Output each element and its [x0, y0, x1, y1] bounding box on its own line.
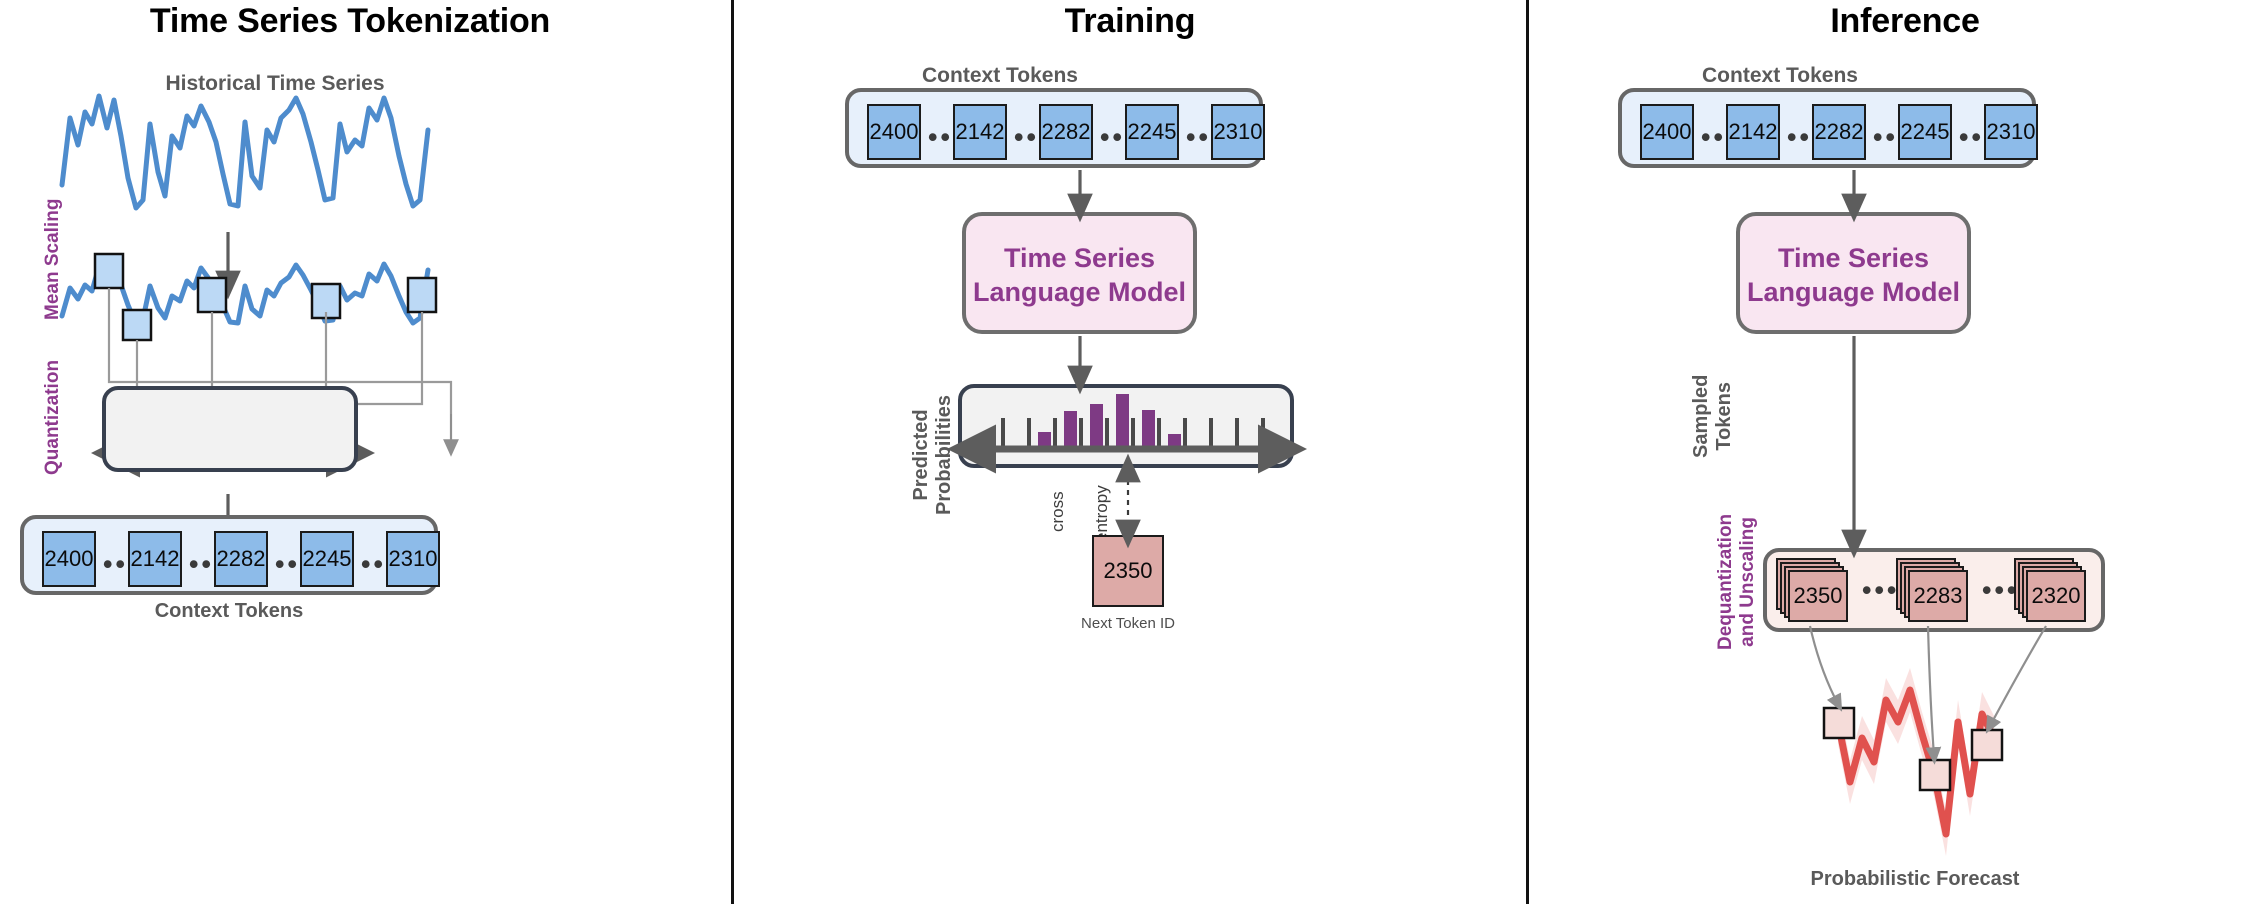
- probability-histogram: [947, 394, 1307, 474]
- model-label-line1: Time Series: [1777, 243, 1930, 273]
- panel-divider-2: [1526, 0, 1529, 904]
- context-token[interactable]: 2282: [1039, 104, 1093, 160]
- highlight-box-5: [406, 276, 438, 314]
- context-token[interactable]: 2245: [300, 531, 354, 587]
- context-token[interactable]: 2400: [867, 104, 921, 160]
- sampled-ellipsis: •••: [1862, 575, 1900, 605]
- sampled-token-face[interactable]: 2320: [2026, 570, 2086, 622]
- historical-series-title: Historical Time Series: [165, 72, 385, 95]
- panel-divider-1: [731, 0, 734, 904]
- context-tokens-title-training: Context Tokens: [922, 64, 1078, 87]
- context-tokens-panel-inference: 2400 ••• 2142 ••• 2282 ••• 2245 ••• 2310: [1618, 88, 2038, 168]
- panel-title-training: Training: [1064, 2, 1196, 40]
- context-token[interactable]: 2142: [1726, 104, 1780, 160]
- context-token[interactable]: 2310: [1211, 104, 1265, 160]
- next-token-caption: Next Token ID: [1081, 615, 1175, 632]
- context-token[interactable]: 2142: [128, 531, 182, 587]
- context-token[interactable]: 2245: [1125, 104, 1179, 160]
- model-label-training: Time Series Language Model: [966, 242, 1193, 310]
- sampled-token-stack-1[interactable]: 2350: [1776, 558, 1850, 624]
- sample-to-forecast-connector-1: [1808, 625, 1843, 712]
- model-box-inference[interactable]: Time Series Language Model: [1736, 212, 1971, 334]
- model-label-line2: Language Model: [1746, 276, 1960, 307]
- model-box-training[interactable]: Time Series Language Model: [962, 212, 1197, 334]
- probabilistic-forecast-caption: Probabilistic Forecast: [1810, 868, 2020, 890]
- sample-to-forecast-connector-2: [1925, 625, 1942, 765]
- panel-title-inference: Inference: [1830, 2, 1980, 40]
- model-label-line2: Language Model: [972, 276, 1186, 307]
- mean-scaled-series-line: [59, 255, 431, 327]
- context-token[interactable]: 2142: [953, 104, 1007, 160]
- model-label-inference: Time Series Language Model: [1740, 242, 1967, 310]
- quantization-box: [102, 386, 358, 472]
- forecast-uncertainty-band: [1838, 668, 1994, 856]
- context-tokens-caption-tokenization: Context Tokens: [154, 600, 304, 622]
- context-token[interactable]: 2400: [1640, 104, 1694, 160]
- forecast-marker-2: [1918, 758, 1952, 792]
- context-tokens-panel-training: 2400 ••• 2142 ••• 2282 ••• 2245 ••• 2310: [845, 88, 1265, 168]
- forecast-marker-1: [1822, 706, 1856, 740]
- context-token[interactable]: 2400: [42, 531, 96, 587]
- forecast-median-line: [1834, 686, 1998, 838]
- sampled-token-stack-3[interactable]: 2320: [2014, 558, 2088, 624]
- highlight-box-3: [196, 276, 228, 314]
- sampled-token-face[interactable]: 2283: [1908, 570, 1968, 622]
- forecast-marker-3: [1970, 728, 2004, 762]
- context-token[interactable]: 2245: [1898, 104, 1952, 160]
- model-label-line1: Time Series: [1003, 243, 1156, 273]
- sample-to-forecast-connector-3: [1985, 625, 2047, 734]
- connector-1: [107, 288, 453, 414]
- context-token[interactable]: 2310: [386, 531, 440, 587]
- sampled-token-stack-2[interactable]: 2283: [1896, 558, 1970, 624]
- context-token[interactable]: 2282: [1812, 104, 1866, 160]
- context-token[interactable]: 2282: [214, 531, 268, 587]
- panel-title-tokenization: Time Series Tokenization: [149, 2, 551, 40]
- sampled-token-face[interactable]: 2350: [1788, 570, 1848, 622]
- context-tokens-title-inference: Context Tokens: [1702, 64, 1858, 87]
- context-token[interactable]: 2310: [1984, 104, 2038, 160]
- highlight-box-1: [93, 252, 125, 290]
- historical-series-line: [59, 93, 431, 211]
- sampled-ellipsis: •••: [1982, 575, 2020, 605]
- context-tokens-panel-tokenization: 2400 ••• 2142 ••• 2282 ••• 2245 ••• 2310: [20, 515, 440, 595]
